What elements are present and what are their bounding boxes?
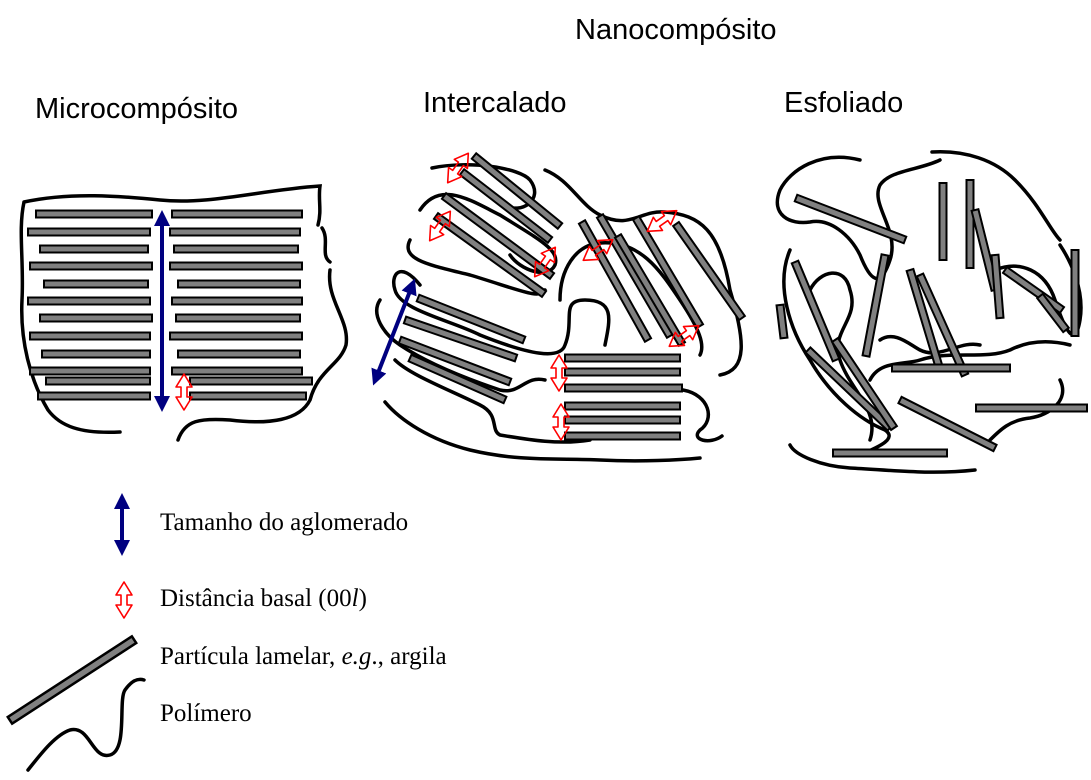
- platelet: [174, 246, 298, 253]
- platelet: [1003, 267, 1064, 313]
- legend-platelet-italic: e.g: [342, 643, 372, 670]
- platelet: [172, 298, 302, 305]
- microcomposite-platelets: [28, 211, 312, 400]
- platelet: [1072, 250, 1079, 336]
- platelet: [792, 261, 839, 362]
- legend-aggregate-label: Tamanho do aglomerado: [160, 509, 408, 537]
- polymer-boundary: [21, 186, 346, 440]
- platelet: [38, 393, 150, 400]
- platelet: [565, 355, 680, 362]
- platelet: [40, 315, 152, 322]
- platelet: [46, 378, 150, 385]
- platelet: [30, 333, 150, 340]
- polymer-chain: [870, 342, 1070, 380]
- platelet: [417, 295, 526, 344]
- legend-platelet-label: Partícula lamelar, e.g., argila: [160, 643, 447, 671]
- platelet: [565, 369, 680, 376]
- platelet: [565, 403, 680, 410]
- legend-platelet-suffix: ., argila: [371, 643, 446, 670]
- platelet: [170, 263, 302, 270]
- platelet: [28, 229, 150, 236]
- platelet: [404, 317, 517, 362]
- platelet: [42, 351, 150, 358]
- platelet: [178, 281, 300, 288]
- platelet: [976, 405, 1087, 412]
- platelet: [172, 211, 302, 218]
- platelet: [36, 211, 152, 218]
- platelet: [170, 333, 302, 340]
- legend: [8, 501, 144, 770]
- platelet: [565, 417, 680, 424]
- legend-basal-label: Distância basal (00l): [160, 585, 367, 613]
- platelet: [795, 195, 907, 244]
- polymer-chain: [683, 390, 722, 441]
- platelet: [44, 281, 148, 288]
- polymer-chain: [385, 402, 700, 461]
- legend-platelet-text: Partícula lamelar,: [160, 643, 342, 670]
- legend-polymer-label: Polímero: [160, 700, 252, 728]
- intercalated-platelets: [399, 153, 745, 439]
- legend-basal-italic: l: [352, 585, 359, 612]
- polymer-chain: [932, 152, 1060, 240]
- platelet: [170, 229, 300, 236]
- platelet: [28, 298, 150, 305]
- platelet: [30, 368, 150, 375]
- legend-platelet-icon: [8, 636, 136, 723]
- platelet: [30, 263, 152, 270]
- intercalated-panel: [376, 149, 745, 461]
- microcomposite-panel: [21, 186, 346, 440]
- platelet: [565, 385, 682, 392]
- platelet: [565, 433, 680, 440]
- platelet: [892, 365, 1010, 372]
- platelet: [178, 351, 300, 358]
- legend-basal-arrow-icon: [116, 582, 132, 618]
- platelet: [940, 183, 947, 260]
- platelet: [190, 378, 312, 385]
- platelet: [176, 315, 300, 322]
- platelet: [172, 368, 302, 375]
- legend-basal-suffix: ): [359, 585, 367, 612]
- legend-basal-text: Distância basal (00: [160, 585, 352, 612]
- exfoliated-panel: [777, 152, 1087, 472]
- platelet: [833, 450, 947, 457]
- platelet: [40, 246, 148, 253]
- platelet: [992, 255, 1004, 319]
- platelet: [190, 393, 306, 400]
- platelet: [967, 180, 974, 268]
